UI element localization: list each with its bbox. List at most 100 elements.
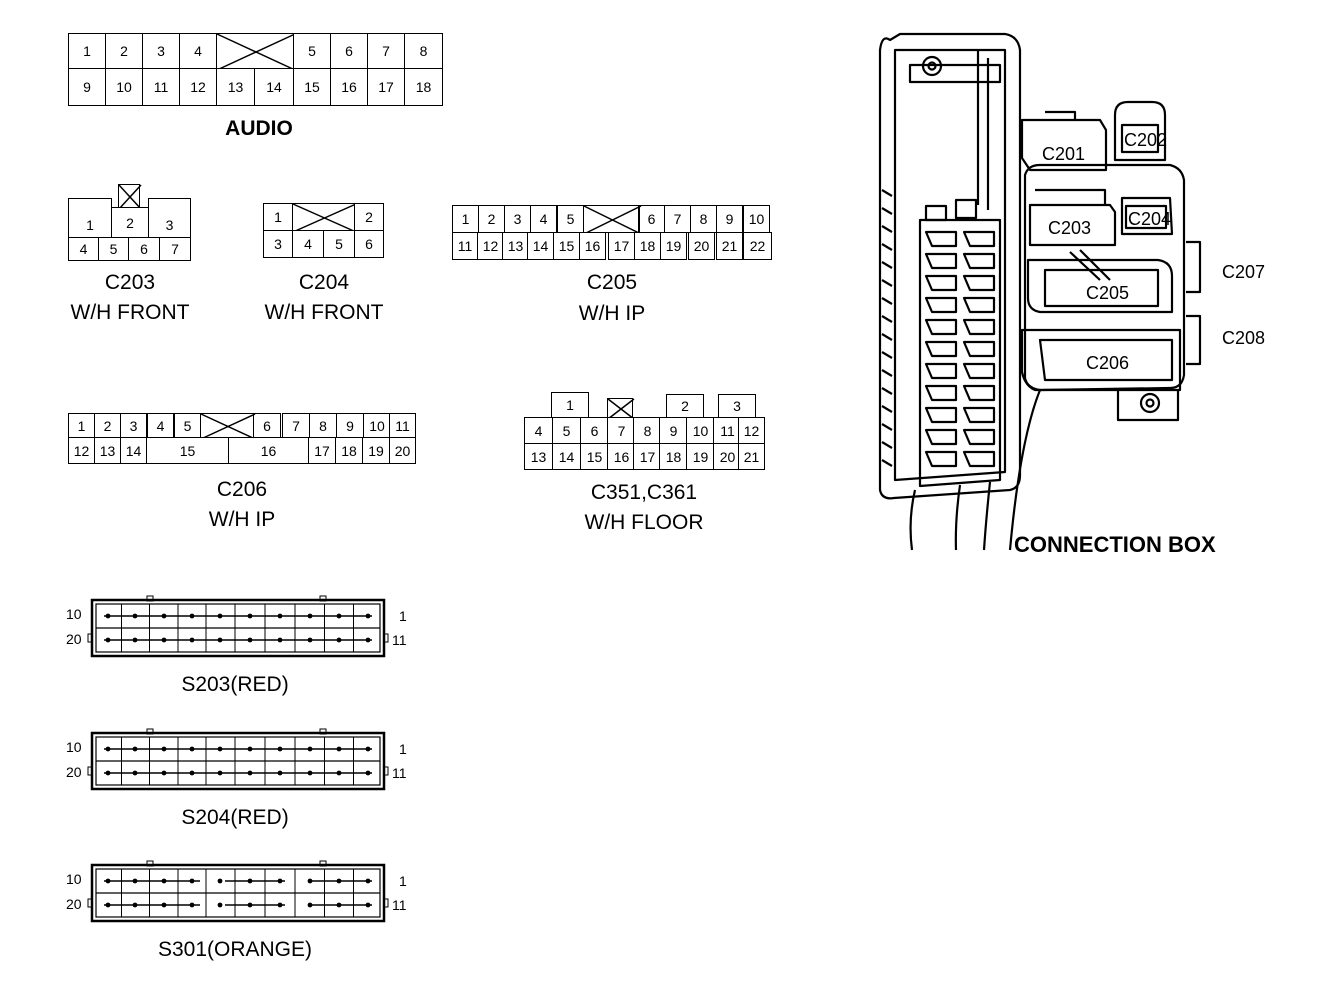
splice-pin-label: 10: [66, 606, 82, 622]
pin-cell: 7: [282, 413, 310, 438]
c206-sublabel: W/H IP: [208, 508, 276, 531]
c351-label: C351,C361: [590, 481, 698, 504]
box-label-c207: C207: [1222, 262, 1265, 282]
fuse-slot: [962, 252, 996, 270]
pin-cell: 9: [716, 205, 743, 233]
c205-sublabel: W/H IP: [578, 302, 646, 325]
c203-pin: 5: [98, 237, 129, 261]
c204-pin: 4: [292, 230, 324, 258]
fuse-slot: [924, 318, 958, 336]
box-label-c205: C205: [1086, 283, 1129, 303]
pin-cell: 9: [336, 413, 364, 438]
splice-pin-label: 11: [392, 897, 407, 913]
c204-pin: 3: [263, 230, 293, 258]
pin-cell: 21: [716, 232, 743, 260]
c351-pin: 3: [718, 394, 756, 418]
audio-pin: 17: [367, 68, 405, 106]
audio-pin: 15: [293, 68, 331, 106]
fuse-slot: [962, 230, 996, 248]
pin-cell: 18: [659, 443, 688, 470]
housing-rib: [881, 315, 893, 323]
audio-pin: 12: [179, 68, 217, 106]
fuse-slot: [962, 362, 996, 380]
audio-pin: 4: [179, 33, 217, 69]
pin-cell: 4: [530, 205, 557, 233]
pin-cell: 7: [664, 205, 691, 233]
pin-cell: 12: [68, 437, 95, 464]
pin-cell: 6: [638, 205, 665, 233]
pin-cell: 19: [686, 443, 715, 470]
pin-cell: 3: [120, 413, 147, 438]
splice-body: [87, 595, 389, 658]
pin-cell: 14: [120, 437, 147, 464]
pin-cell: 13: [502, 232, 529, 260]
c204-blank-cell: [292, 203, 357, 233]
pin-cell: 7: [607, 417, 636, 444]
audio-pin: 11: [142, 68, 180, 106]
pin-cell: 22: [743, 232, 772, 260]
pin-cell: 8: [309, 413, 337, 438]
housing-rib: [881, 207, 893, 215]
box-label-c204: C204: [1128, 209, 1171, 229]
splice-label: S301(ORANGE): [157, 938, 313, 961]
splice-dot: [217, 878, 223, 884]
housing-rib: [881, 279, 893, 287]
housing-rib: [881, 369, 893, 377]
pin-cell: 8: [690, 205, 717, 233]
splice-pin-label: 1: [399, 741, 407, 757]
pin-cell: 17: [308, 437, 336, 464]
pin-cell: 16: [228, 437, 309, 464]
blank-cell: [200, 413, 256, 440]
audio-label: AUDIO: [225, 117, 293, 140]
splice-pin-label: 10: [66, 739, 82, 755]
c206-label: C206: [216, 478, 268, 501]
pin-cell: 5: [552, 417, 581, 444]
connection-box-title: CONNECTION BOX: [1014, 532, 1216, 557]
fuse-slot: [924, 362, 958, 380]
pin-cell: 1: [452, 205, 479, 233]
c203-label: C203: [104, 271, 156, 294]
c351-pin: 1: [551, 392, 589, 418]
box-label-c203: C203: [1048, 218, 1091, 238]
audio-pin: 6: [330, 33, 368, 69]
pin-cell: 15: [553, 232, 580, 260]
pin-cell: 6: [253, 413, 281, 438]
c351-sublabel: W/H FLOOR: [584, 511, 704, 534]
c203-blank-cell: [118, 184, 142, 210]
splice-pin-label: 20: [66, 631, 82, 647]
c203-pin: 1: [68, 198, 112, 238]
c203-pin: 3: [148, 198, 191, 238]
pin-cell: 11: [452, 232, 478, 260]
box-label-c202: C202: [1124, 130, 1167, 150]
pin-cell: 5: [174, 413, 201, 438]
fuse-slot: [924, 230, 958, 248]
audio-pin: 5: [293, 33, 331, 69]
housing-rib: [881, 459, 893, 467]
pin-cell: 9: [659, 417, 688, 444]
fuse-slot: [924, 340, 958, 358]
pin-cell: 14: [527, 232, 554, 260]
c351-pin: 2: [666, 394, 704, 418]
housing-rib: [881, 423, 893, 431]
c203-pin: 7: [159, 237, 191, 261]
c203-sublabel: W/H FRONT: [70, 301, 190, 324]
housing-rib: [881, 297, 893, 305]
splice-body: [87, 860, 389, 923]
c204-pin: 5: [323, 230, 355, 258]
pin-cell: 15: [146, 437, 229, 464]
pin-cell: 19: [362, 437, 390, 464]
audio-pin: 14: [254, 68, 294, 106]
fuse-slot: [924, 450, 958, 468]
audio-pin: 10: [105, 68, 143, 106]
pin-cell: 4: [147, 413, 174, 438]
blank-cell: [583, 205, 642, 235]
splice-dot: [217, 902, 223, 908]
pin-cell: 11: [713, 417, 742, 444]
pin-cell: 2: [478, 205, 505, 233]
fuse-slot: [962, 384, 996, 402]
pin-cell: 11: [389, 413, 416, 438]
c205-label: C205: [586, 271, 638, 294]
pin-cell: 3: [504, 205, 531, 233]
fuse-slot: [962, 296, 996, 314]
fuse-slot: [962, 428, 996, 446]
